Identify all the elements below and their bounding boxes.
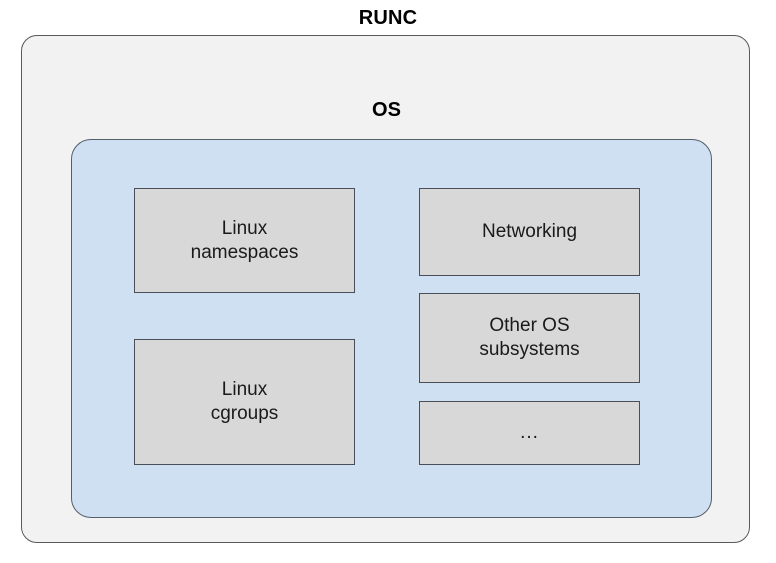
block-linux-cgroups: Linux cgroups bbox=[134, 339, 355, 465]
block-other-os-subsystems: Other OS subsystems bbox=[419, 293, 640, 383]
outer-container-runc: OS Linux namespaces Linux cgroups Networ… bbox=[21, 35, 750, 543]
block-linux-namespaces: Linux namespaces bbox=[134, 188, 355, 293]
block-label: Other OS subsystems bbox=[479, 315, 580, 360]
block-label: ... bbox=[520, 422, 539, 443]
block-label: Linux namespaces bbox=[190, 217, 299, 263]
block-label: Networking bbox=[481, 221, 578, 242]
outer-container-label-os: OS bbox=[372, 99, 401, 121]
block-ellipsis: ... bbox=[419, 401, 640, 465]
block-label: Linux cgroups bbox=[210, 379, 279, 424]
diagram-title: RUNC bbox=[358, 7, 418, 29]
inner-container-os-kernel: Linux namespaces Linux cgroups Networkin… bbox=[71, 139, 712, 518]
block-networking: Networking bbox=[419, 188, 640, 276]
